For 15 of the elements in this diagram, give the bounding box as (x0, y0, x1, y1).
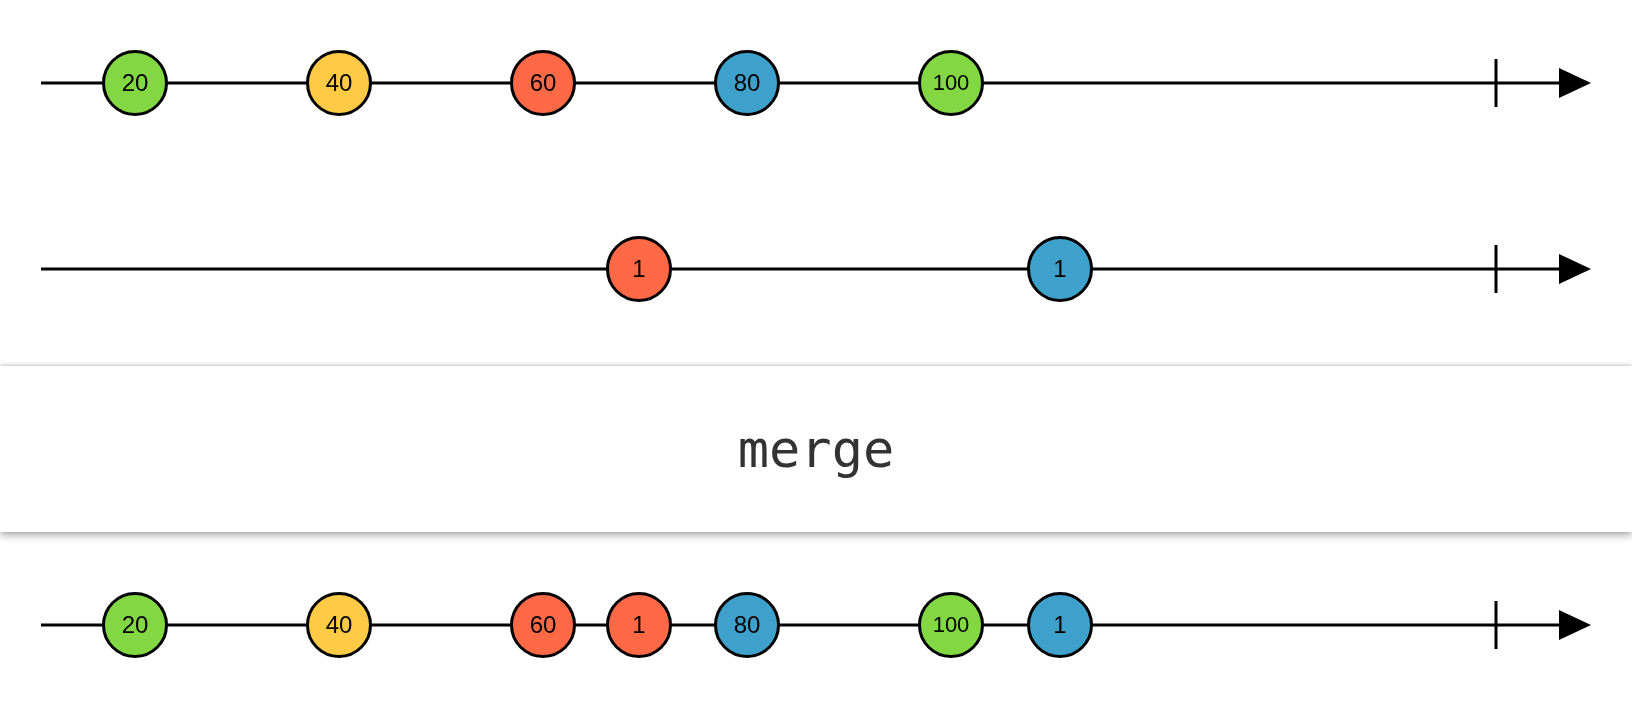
marble: 40 (306, 50, 372, 116)
marble: 1 (606, 592, 672, 658)
marble: 1 (606, 236, 672, 302)
marble: 100 (918, 50, 984, 116)
marble: 20 (102, 592, 168, 658)
marble: 60 (510, 50, 576, 116)
marble: 1 (1027, 236, 1093, 302)
marble: 20 (102, 50, 168, 116)
marble: 100 (918, 592, 984, 658)
marble: 80 (714, 50, 780, 116)
marble: 1 (1027, 592, 1093, 658)
marble: 80 (714, 592, 780, 658)
operator-box: merge (0, 366, 1632, 532)
marble: 40 (306, 592, 372, 658)
marble: 60 (510, 592, 576, 658)
